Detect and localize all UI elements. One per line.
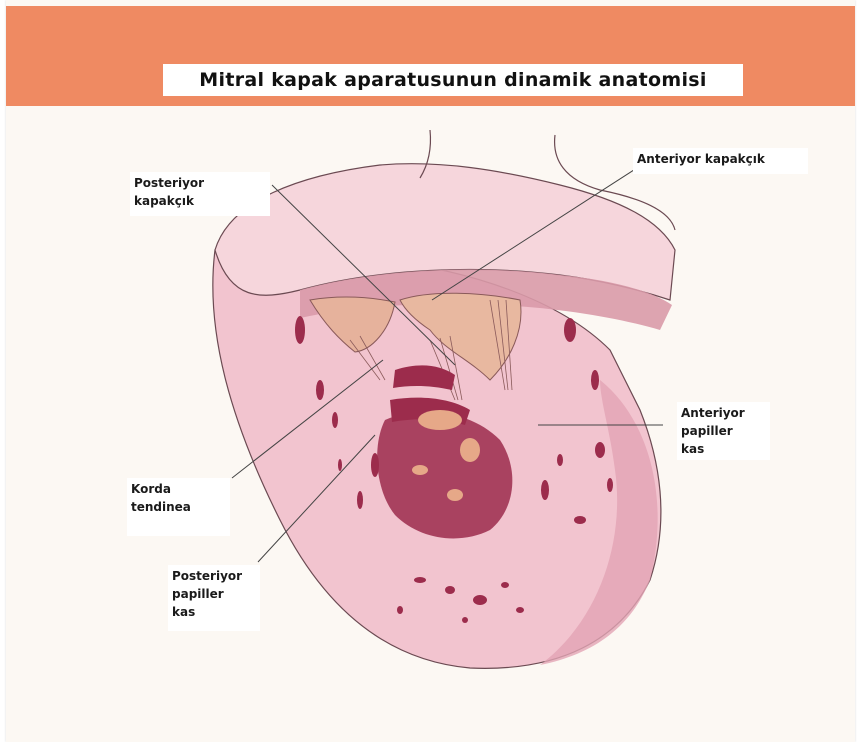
label-chordae-tendineae: Korda tendinea xyxy=(127,478,230,536)
label-anterior-papillary: Anteriyor papiller kas xyxy=(677,402,770,460)
label-anterior-leaflet: Anteriyor kapakçık xyxy=(633,148,808,174)
label-posterior-papillary: Posteriyor papiller kas xyxy=(168,565,260,631)
label-posterior-leaflet: Posteriyor kapakçık xyxy=(130,172,270,216)
